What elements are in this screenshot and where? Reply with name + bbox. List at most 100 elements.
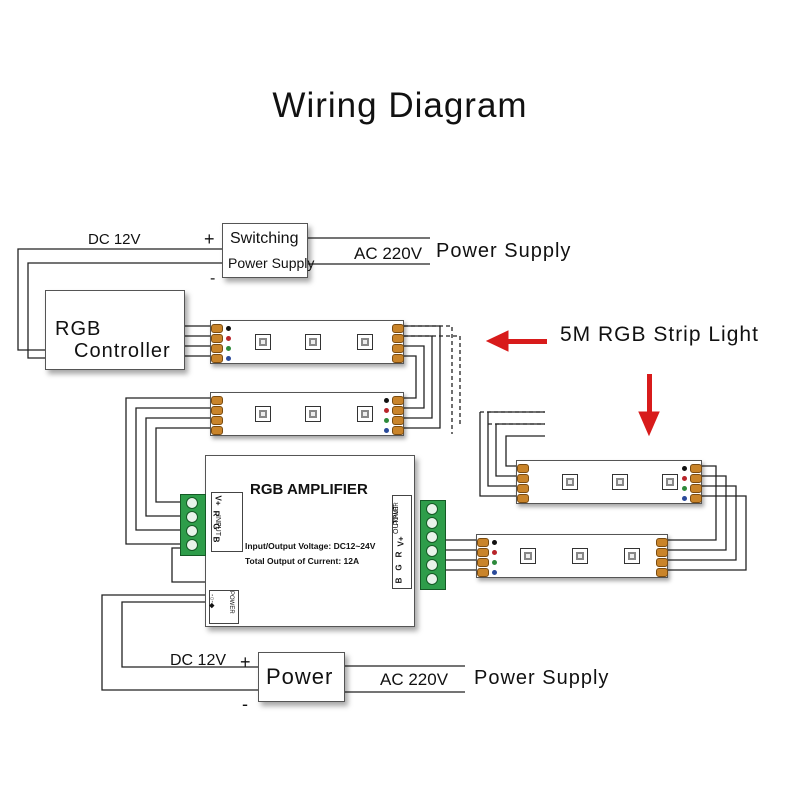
terminal-screw — [186, 497, 198, 509]
power-supply-box — [258, 652, 345, 702]
strip-pad — [477, 538, 489, 547]
power-supply-label: Switching — [230, 230, 299, 247]
strip-pad — [477, 558, 489, 567]
strip-pad — [517, 484, 529, 493]
strip-pad — [656, 568, 668, 577]
color-dot — [384, 398, 389, 403]
led-chip — [305, 334, 321, 350]
switching-power-supply — [222, 223, 308, 278]
output-pin-label: G — [394, 564, 404, 571]
output-power-label: POWER — [394, 502, 400, 525]
output-pin-panel — [392, 495, 412, 589]
color-dot — [384, 418, 389, 423]
supply-desc-top: Power Supply — [436, 240, 572, 262]
strip-pad — [211, 426, 223, 435]
led-chip — [624, 548, 640, 564]
strip-pad — [211, 324, 223, 333]
controller-label-1: RGB — [55, 318, 102, 340]
plus-bottom: + — [240, 652, 251, 672]
color-dot — [682, 496, 687, 501]
led-chip — [255, 406, 271, 422]
led-chip — [612, 474, 628, 490]
power-box-label: Power — [266, 664, 334, 689]
power-jack-icon: -○-◆ — [208, 594, 215, 609]
strip-light-label: 5M RGB Strip Light — [560, 323, 759, 346]
color-dot — [492, 560, 497, 565]
input-pin-label: B — [211, 536, 221, 543]
color-dot — [226, 346, 231, 351]
terminal-screw — [186, 511, 198, 523]
power-supply-label-2: Power Supply — [228, 255, 315, 271]
led-chip — [357, 406, 373, 422]
strip-pad — [392, 344, 404, 353]
plus-top: + — [204, 229, 215, 249]
strip-pad — [690, 474, 702, 483]
led-chip — [662, 474, 678, 490]
strip-pad — [211, 354, 223, 363]
strip-pad — [656, 548, 668, 557]
color-dot — [384, 428, 389, 433]
ac-label-top: AC 220V — [354, 244, 423, 263]
strip-pad — [656, 558, 668, 567]
dc-label-top: DC 12V — [88, 231, 141, 248]
strip-pad — [392, 416, 404, 425]
dc-label-bottom: DC 12V — [170, 652, 227, 669]
terminal-screw — [426, 531, 438, 543]
color-dot — [384, 408, 389, 413]
led-chip — [562, 474, 578, 490]
strip-pad — [517, 494, 529, 503]
strip-pad — [211, 406, 223, 415]
led-chip — [357, 334, 373, 350]
strip-pad — [477, 548, 489, 557]
terminal-screw — [426, 503, 438, 515]
terminal-screw — [426, 573, 438, 585]
amplifier-spec-current: Total Output of Current: 12A — [245, 556, 360, 566]
strip-pad — [517, 464, 529, 473]
output-pin-label: R — [394, 551, 404, 558]
strip-pad — [690, 484, 702, 493]
ac-label-bottom: AC 220V — [380, 670, 449, 689]
power-jack-label: POWER — [228, 591, 234, 614]
strip-pad — [517, 474, 529, 483]
power-jack-panel — [209, 590, 239, 624]
input-label: INPUT — [214, 515, 221, 536]
minus-top: - — [210, 270, 216, 287]
led-chip — [305, 406, 321, 422]
color-dot — [226, 336, 231, 341]
amplifier-title: RGB AMPLIFIER — [250, 481, 368, 498]
strip-pad — [392, 426, 404, 435]
strip-pad — [392, 324, 404, 333]
color-dot — [226, 326, 231, 331]
terminal-screw — [426, 559, 438, 571]
color-dot — [682, 466, 687, 471]
strip-pad — [690, 494, 702, 503]
color-dot — [682, 486, 687, 491]
color-dot — [492, 570, 497, 575]
strip-pad — [211, 416, 223, 425]
strip-pad — [392, 406, 404, 415]
supply-desc-bottom: Power Supply — [474, 667, 610, 689]
amplifier-spec-voltage: Input/Output Voltage: DC12~24V — [245, 541, 376, 551]
strip-pad — [211, 396, 223, 405]
terminal-screw — [426, 517, 438, 529]
output-pin-label: V+ — [396, 536, 406, 547]
strip-pad — [690, 464, 702, 473]
strip-pad — [211, 344, 223, 353]
minus-bottom: - — [242, 694, 248, 714]
led-chip — [572, 548, 588, 564]
strip-pad — [477, 568, 489, 577]
led-chip — [520, 548, 536, 564]
strip-pad — [392, 334, 404, 343]
input-pin-panel — [211, 492, 243, 552]
rgb-controller — [45, 290, 185, 370]
controller-label-2: Controller — [74, 340, 171, 362]
input-pin-label: V+ — [213, 495, 223, 506]
color-dot — [226, 356, 231, 361]
terminal-screw — [186, 525, 198, 537]
strip-pad — [392, 396, 404, 405]
terminal-screw — [426, 545, 438, 557]
strip-pad — [656, 538, 668, 547]
color-dot — [492, 540, 497, 545]
led-chip — [255, 334, 271, 350]
